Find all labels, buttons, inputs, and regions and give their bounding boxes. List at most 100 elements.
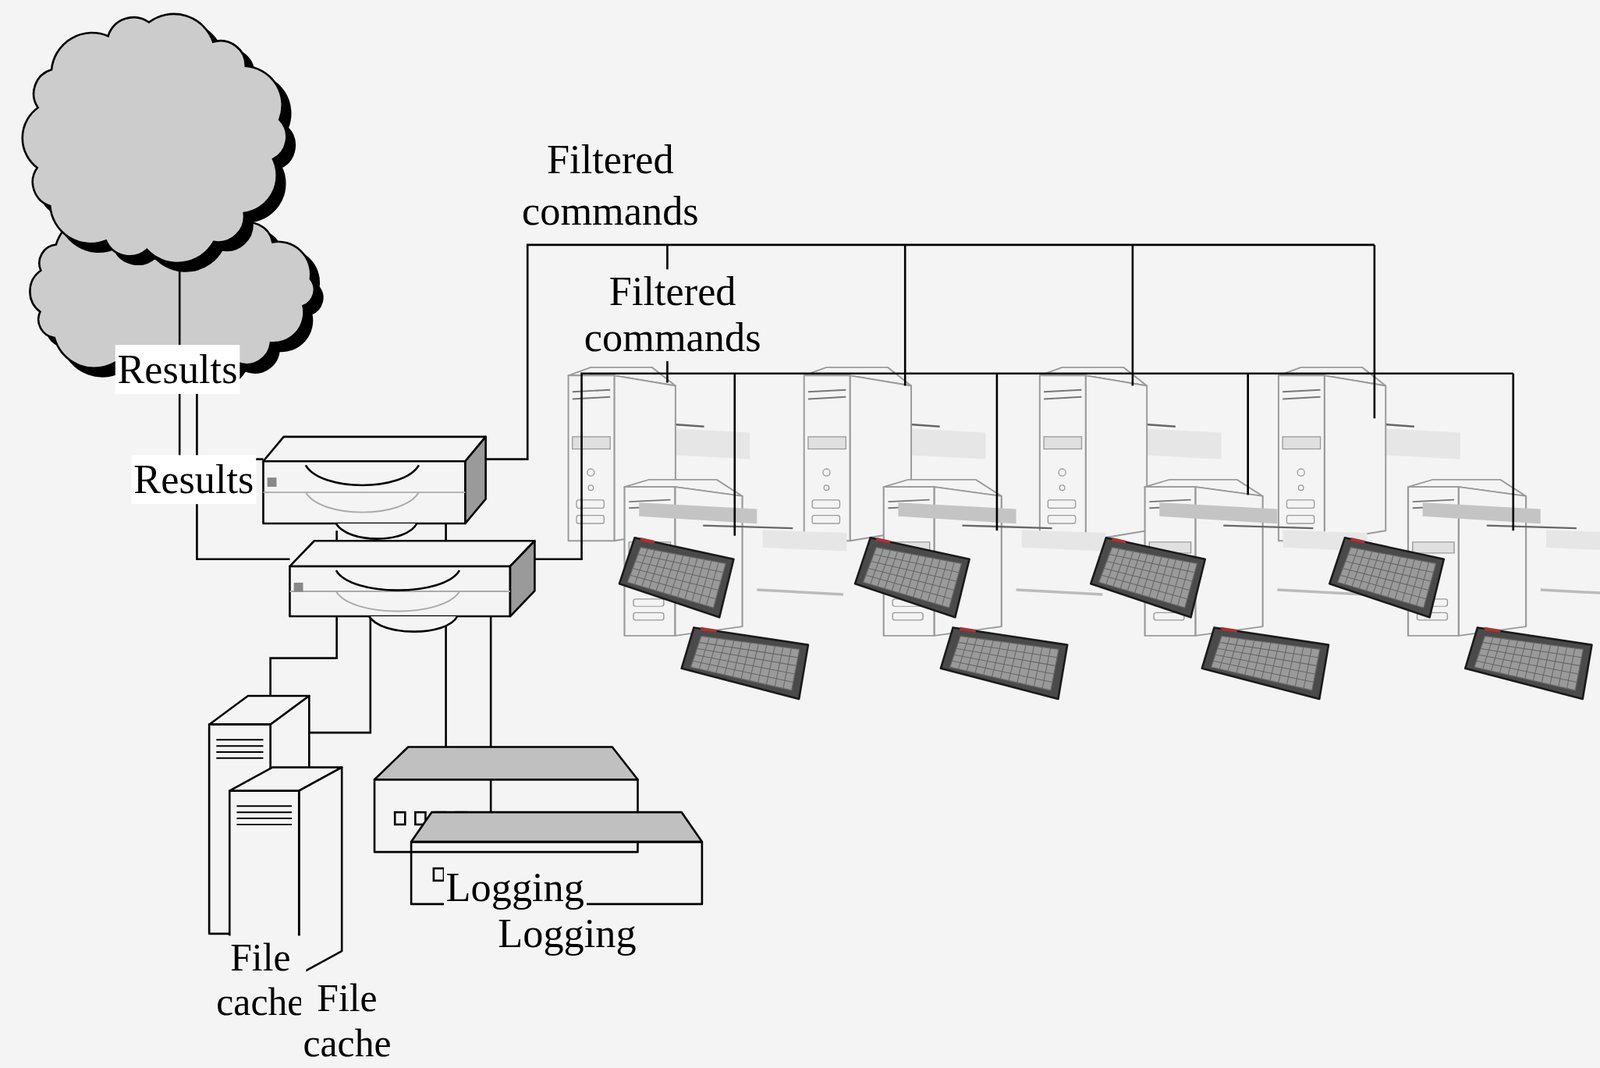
drive-bay	[1282, 397, 1320, 400]
key-column	[1252, 641, 1263, 677]
key-column	[1156, 557, 1169, 600]
keyboard	[681, 627, 809, 699]
keyboard	[940, 627, 1068, 699]
tower-front	[1039, 375, 1086, 541]
key-column	[741, 642, 751, 679]
drive-bay	[1282, 390, 1320, 393]
key-column	[649, 551, 663, 589]
hub-curve	[336, 570, 460, 591]
drive-bay	[628, 500, 671, 502]
logger-port	[433, 868, 444, 881]
key-column	[1344, 548, 1359, 585]
key-column	[1286, 645, 1295, 685]
key-column	[966, 638, 977, 671]
link-label-text: Results	[115, 344, 240, 394]
power-led	[1297, 468, 1305, 476]
key-column	[1351, 549, 1366, 587]
hub-curve	[305, 492, 419, 513]
key-column	[877, 549, 891, 587]
bus-label-text: Filtered commands	[519, 134, 701, 238]
key-column	[975, 639, 986, 674]
power-led	[823, 485, 830, 491]
drive-bay	[1047, 515, 1075, 524]
keyboard	[1090, 537, 1205, 618]
key-column	[774, 646, 784, 687]
key-column	[1177, 562, 1191, 607]
server-vent	[216, 757, 263, 760]
bus-label: Filtered commands	[519, 134, 701, 238]
tower-side	[1324, 375, 1386, 541]
key-column	[1482, 637, 1494, 670]
key-column	[656, 553, 669, 592]
hub-front	[262, 461, 465, 524]
drive-bay	[887, 500, 930, 502]
server-vent	[236, 811, 292, 813]
monitor-panel	[1546, 530, 1600, 552]
key-column	[1303, 648, 1312, 689]
key-column	[1358, 551, 1373, 589]
server-vent	[216, 738, 263, 741]
drive-bay	[633, 612, 664, 620]
key-column	[927, 559, 941, 602]
key-column	[698, 560, 712, 604]
keyboard	[619, 537, 734, 618]
keyboard-keys	[690, 635, 799, 691]
key-column	[1516, 641, 1526, 677]
network-hub	[289, 540, 535, 632]
device-caption: Logging	[496, 911, 639, 957]
keyboard-body	[854, 537, 969, 618]
key-column	[906, 555, 919, 596]
monitor-panel	[762, 530, 847, 552]
keyboard	[1329, 537, 1444, 618]
key-column	[898, 553, 912, 593]
key-column	[716, 639, 727, 674]
tower-front	[804, 375, 851, 541]
key-column	[1106, 548, 1120, 585]
hub-curve	[336, 523, 418, 540]
key-column	[684, 557, 698, 600]
network-wire	[534, 373, 1513, 560]
key-column	[870, 548, 884, 585]
power-led	[1059, 485, 1065, 491]
key-column	[1394, 557, 1408, 600]
key-column	[1541, 645, 1551, 683]
monitor-edge	[702, 525, 793, 529]
key-column	[1245, 640, 1255, 675]
network-wire	[1373, 244, 1377, 419]
keyboard-mark	[959, 628, 976, 632]
hub-led	[267, 477, 277, 487]
drive-bay	[1149, 500, 1191, 502]
key-column	[1170, 560, 1183, 604]
key-column	[942, 562, 955, 607]
keyboard-keys	[627, 547, 726, 609]
server-front	[229, 791, 299, 975]
key-column	[1113, 549, 1127, 587]
hub-side	[510, 540, 535, 617]
key-column	[1120, 551, 1134, 589]
server-vent	[236, 817, 292, 820]
monitor-edge	[1540, 589, 1600, 595]
drive-bay	[1043, 436, 1082, 450]
drive-bay	[1282, 436, 1320, 450]
key-column	[1566, 648, 1575, 689]
device-label: File cache	[214, 935, 307, 1025]
key-column	[1380, 555, 1394, 596]
monitor-edge	[1016, 589, 1104, 595]
key-column	[1532, 643, 1543, 681]
logger-top	[411, 812, 703, 842]
tower-front	[568, 375, 615, 541]
key-column	[1142, 555, 1155, 596]
drive-bay	[1286, 515, 1314, 524]
device-label: Logging	[496, 911, 639, 957]
key-column	[1025, 645, 1035, 685]
key-column	[1409, 560, 1423, 604]
drive-bay	[1043, 397, 1082, 400]
monitor-panel	[1422, 502, 1541, 524]
drive-bay	[1043, 390, 1082, 393]
key-column	[920, 557, 934, 600]
power-led	[1298, 485, 1304, 491]
key-column	[891, 553, 905, 592]
keyboard-mark	[1351, 539, 1366, 543]
keyboard-mark	[876, 539, 891, 543]
key-column	[983, 640, 994, 675]
